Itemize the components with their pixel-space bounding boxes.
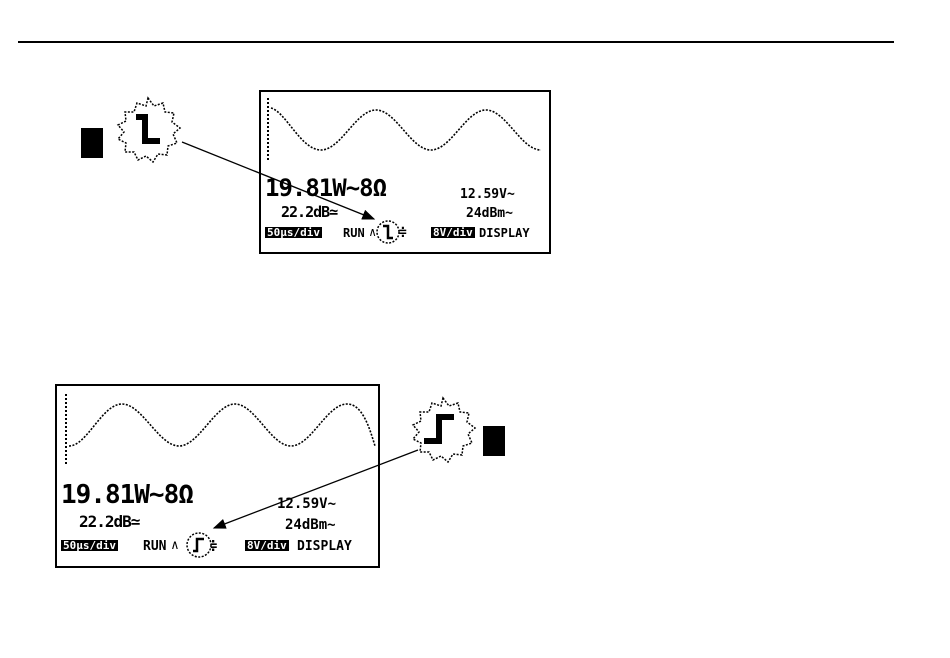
black-square-icon <box>483 426 505 456</box>
starburst-callout-icon <box>413 398 475 462</box>
callout-arrow <box>182 142 374 219</box>
starburst-callout-icon <box>118 98 180 162</box>
small-starburst-icon <box>377 221 399 243</box>
small-starburst-icon <box>187 533 211 557</box>
black-square-icon <box>81 128 103 158</box>
callout-arrow <box>214 450 418 528</box>
